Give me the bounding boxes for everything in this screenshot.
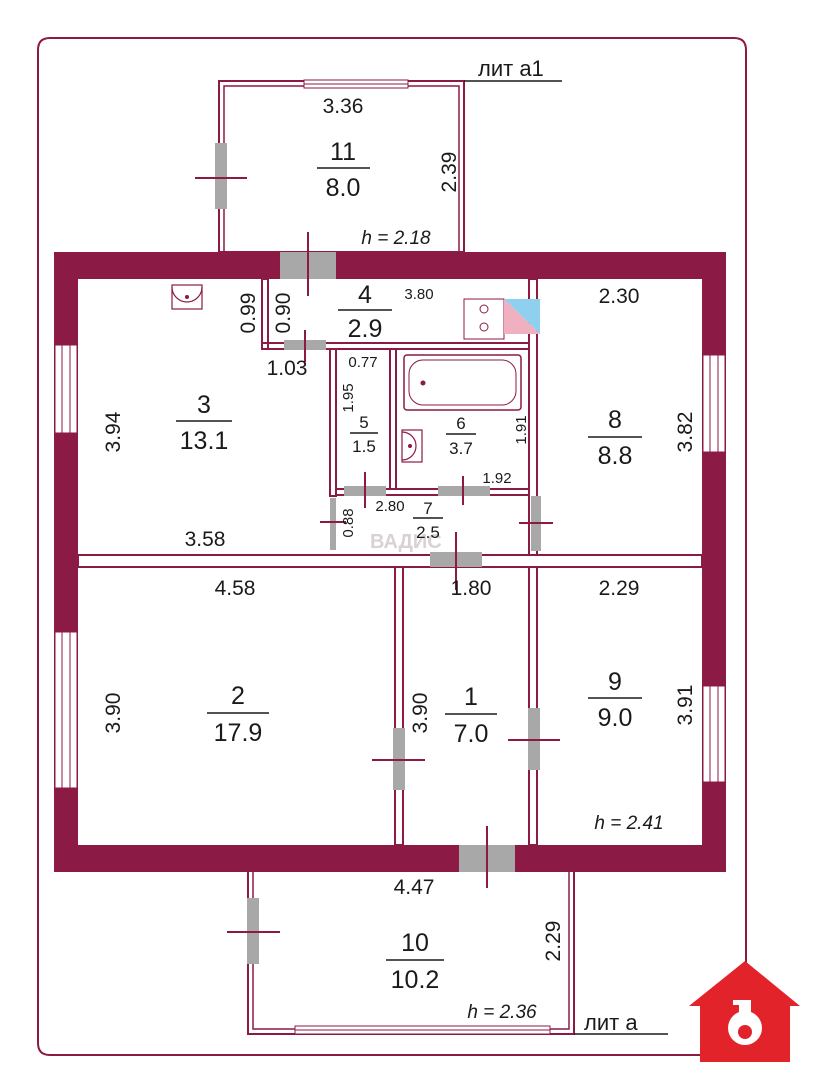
- room-10-number: 10: [401, 929, 429, 957]
- dim-3-36: 3.36: [323, 95, 364, 118]
- room-6-number: 6: [456, 414, 465, 433]
- house-key-logo-icon: [689, 961, 800, 1062]
- dim-1-91: 1.91: [513, 415, 530, 444]
- windows: [54, 344, 726, 789]
- room-8-area: 8.8: [598, 442, 633, 470]
- room-9-number: 9: [608, 668, 622, 696]
- room-2-area: 17.9: [214, 719, 263, 747]
- room-1-number: 1: [464, 683, 478, 711]
- annex-a1: [218, 79, 562, 253]
- height-a: h = 2.36: [467, 1002, 537, 1023]
- room-11-number: 11: [330, 138, 356, 166]
- dim-3-90-mid: 3.90: [409, 693, 432, 734]
- stove-icon: [463, 298, 540, 340]
- partitions: [77, 278, 703, 846]
- dim-3-80: 3.80: [404, 286, 433, 303]
- dim-3-58: 3.58: [185, 528, 226, 551]
- dim-1-95: 1.95: [340, 383, 357, 412]
- dim-2-29-top: 2.29: [599, 577, 640, 600]
- room-2-number: 2: [231, 682, 245, 710]
- dim-3-94: 3.94: [102, 411, 125, 452]
- room-3-number: 3: [197, 391, 211, 419]
- fraction-bars: [176, 167, 642, 961]
- dim-4-58: 4.58: [215, 577, 256, 600]
- dim-0-77: 0.77: [348, 354, 377, 371]
- dim-2-29-bottom: 2.29: [542, 921, 565, 962]
- room-4-number: 4: [358, 281, 372, 309]
- room-4-area: 2.9: [348, 315, 383, 343]
- bathtub-icon: [403, 354, 522, 411]
- dim-3-91: 3.91: [674, 685, 697, 726]
- main-walls: [54, 252, 726, 872]
- dim-1-03: 1.03: [267, 357, 308, 380]
- dim-2-30: 2.30: [599, 285, 640, 308]
- dim-3-90-left: 3.90: [102, 693, 125, 734]
- watermark: ВАДИС: [370, 531, 442, 553]
- sink-icon: [401, 429, 423, 463]
- dim-2-80: 2.80: [375, 498, 404, 515]
- room-5-area: 1.5: [352, 437, 376, 456]
- dim-0-99: 0.99: [237, 293, 260, 334]
- height-main: h = 2.41: [594, 813, 663, 834]
- room-8-number: 8: [608, 406, 622, 434]
- room-5-number: 5: [359, 413, 368, 432]
- dim-2-39: 2.39: [438, 152, 461, 193]
- dim-0-90: 0.90: [272, 293, 295, 334]
- room-11-area: 8.0: [326, 174, 361, 202]
- dim-3-82: 3.82: [674, 412, 697, 453]
- dim-1-80: 1.80: [451, 577, 492, 600]
- dim-0-88: 0.88: [340, 508, 357, 537]
- room-10-area: 10.2: [391, 966, 440, 994]
- label-lit-a: лит а: [584, 1010, 638, 1035]
- room-7-number: 7: [423, 499, 432, 518]
- dim-1-92: 1.92: [482, 470, 511, 487]
- door-marks: [195, 177, 560, 933]
- dim-4-47: 4.47: [394, 876, 435, 899]
- room-1-area: 7.0: [454, 720, 489, 748]
- height-a1: h = 2.18: [361, 228, 431, 249]
- room-6-area: 3.7: [449, 439, 473, 458]
- room-3-area: 13.1: [180, 427, 229, 455]
- room-7-area: 2.5: [416, 523, 440, 542]
- wash-basin-icon: [171, 284, 203, 310]
- label-lit-a1: лит а1: [478, 56, 544, 81]
- room-9-area: 9.0: [598, 704, 633, 732]
